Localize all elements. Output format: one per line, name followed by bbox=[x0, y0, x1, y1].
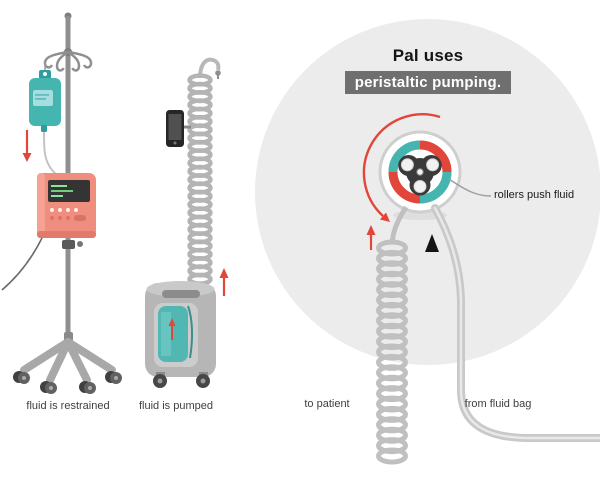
red-up-arrow-icon bbox=[366, 225, 376, 250]
red-down-arrow-icon bbox=[22, 130, 32, 162]
carry-handle bbox=[162, 290, 200, 298]
tube-segment-teal bbox=[388, 140, 421, 173]
pole-clamp bbox=[62, 240, 75, 249]
hook-icon bbox=[55, 50, 69, 72]
coiled-tube-pole bbox=[187, 73, 213, 286]
caster-wheel bbox=[105, 371, 122, 384]
tube-top-connector bbox=[198, 57, 221, 79]
pal-device-illustration bbox=[145, 57, 229, 388]
caption-to-patient: to patient bbox=[304, 398, 350, 410]
caster-wheel bbox=[13, 371, 30, 384]
roller bbox=[413, 180, 427, 193]
tube-segment-red bbox=[388, 171, 421, 204]
headline-subtitle-pill: peristaltic pumping. bbox=[344, 71, 512, 94]
rollers-annotation: rollers push fluid bbox=[494, 189, 575, 201]
hook-icon bbox=[67, 50, 81, 72]
pole-wheel-base bbox=[13, 332, 122, 394]
power-cable bbox=[1, 237, 43, 291]
rotor-hub bbox=[416, 168, 424, 176]
red-rotation-arrow-icon bbox=[362, 113, 441, 222]
roller bbox=[400, 158, 414, 172]
caster-wheel bbox=[79, 381, 96, 394]
red-up-arrow-icon bbox=[168, 318, 176, 340]
phone-mount bbox=[166, 110, 191, 147]
infusion-pump-device bbox=[37, 173, 96, 249]
red-up-arrow-icon bbox=[219, 268, 229, 296]
pump-base-canister bbox=[145, 281, 216, 388]
drip-tube bbox=[43, 131, 61, 181]
caption-fluid-restrained: fluid is restrained bbox=[26, 400, 110, 412]
hook-icon bbox=[67, 50, 93, 69]
supply-tube bbox=[431, 204, 600, 442]
label-pointer-line bbox=[448, 178, 492, 197]
headline-title: Pal uses bbox=[392, 46, 464, 65]
peristaltic-pump-diagram bbox=[362, 113, 600, 465]
iv-fluid-bag bbox=[29, 70, 61, 181]
tube-segment-teal bbox=[419, 171, 452, 204]
caster-wheel bbox=[40, 381, 57, 394]
pump-head bbox=[378, 130, 462, 214]
caption-fluid-pumped: fluid is pumped bbox=[139, 400, 213, 412]
headline: Pal uses peristaltic pumping. bbox=[298, 46, 558, 94]
patient-coil-tube bbox=[376, 239, 408, 465]
tube-segment-red bbox=[419, 140, 452, 173]
iv-pole-illustration bbox=[1, 12, 122, 394]
black-up-arrow-icon bbox=[425, 234, 439, 252]
caption-from-fluid-bag: from fluid bag bbox=[464, 398, 532, 410]
roller bbox=[426, 158, 440, 172]
pump-rotor bbox=[398, 155, 442, 196]
